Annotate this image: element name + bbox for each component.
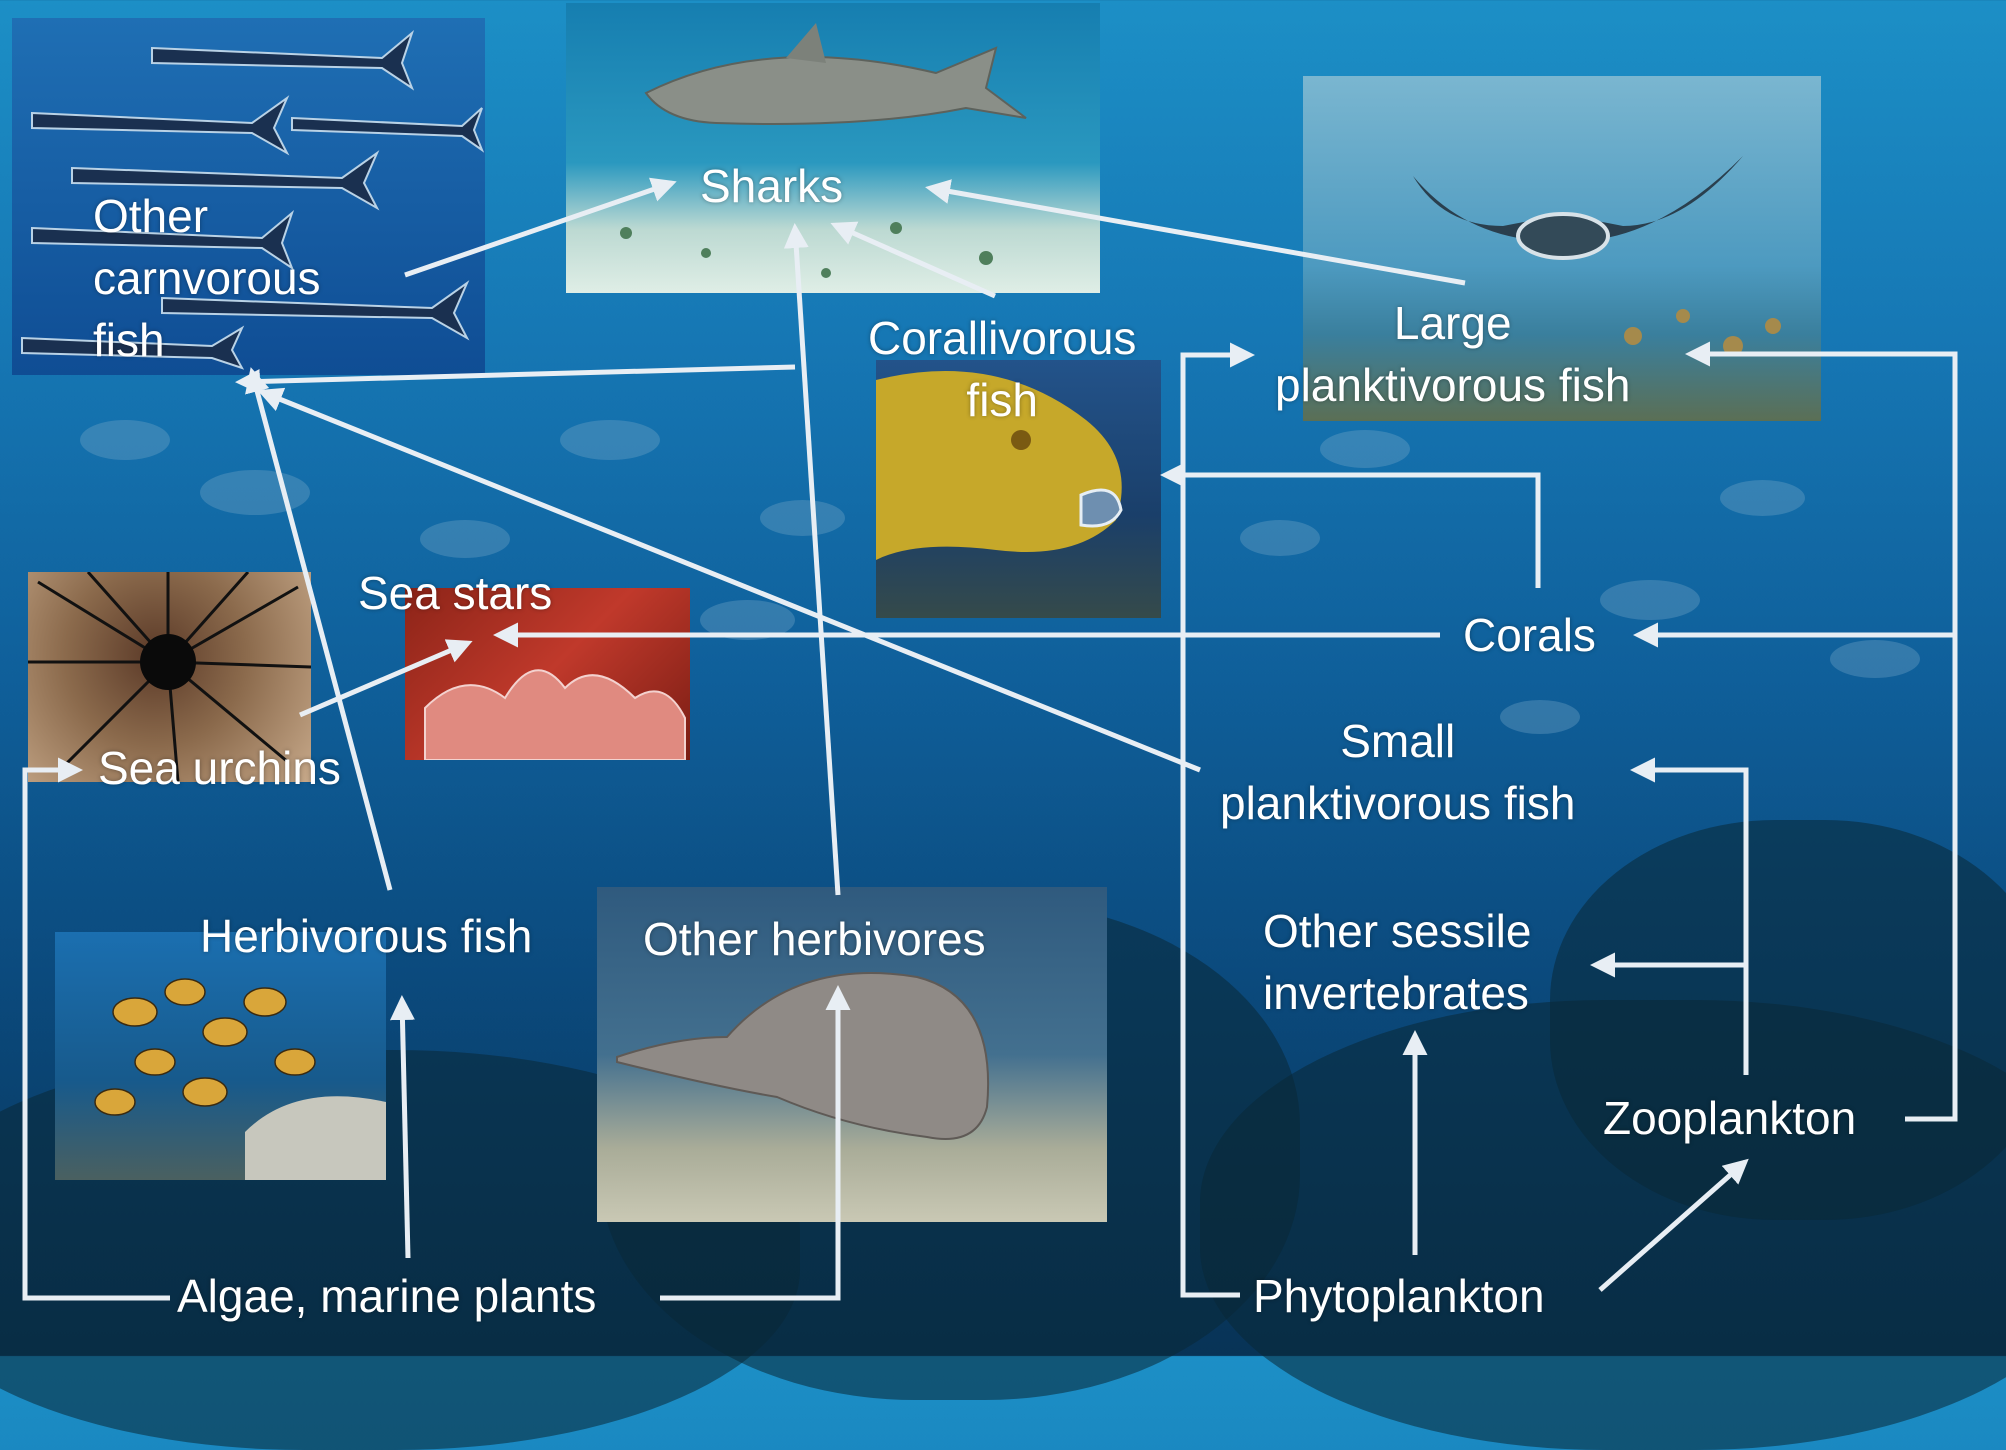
node-sea-stars: Sea stars — [358, 567, 553, 619]
arrow-algae-to-other-herbivores — [660, 985, 851, 1301]
parrotfish-photo — [876, 360, 1161, 618]
arrow-herbivorous-to-carnivorous — [245, 367, 393, 891]
arrow-large-planktivorous-to-sharks — [925, 179, 1466, 286]
node-other-carnivorous-fish: Other carnvorous fish — [93, 190, 321, 366]
node-other-herbivores: Other herbivores — [643, 913, 986, 965]
sea-star-photo — [405, 588, 690, 760]
node-zooplankton: Zooplankton — [1603, 1092, 1857, 1144]
node-large-planktivorous-fish: Large planktivorous fish — [1275, 297, 1631, 411]
arrow-algae-to-herbivorous-fish — [389, 995, 415, 1259]
shark-photo — [566, 3, 1100, 293]
arrow-urchins-to-seastars — [299, 639, 473, 718]
node-sea-urchins: Sea urchins — [98, 742, 341, 794]
node-herbivorous-fish: Herbivorous fish — [200, 910, 533, 962]
arrow-herbivores-to-sharks — [783, 223, 841, 896]
node-corallivorous-fish: Corallivorous fish — [868, 312, 1137, 426]
node-other-sessile-invertebrates: Other sessile invertebrates — [1263, 905, 1532, 1019]
arrow-corallivorous-to-carnivorous — [235, 364, 796, 394]
node-phytoplankton: Phytoplankton — [1253, 1270, 1545, 1322]
arrow-small-planktivorous-to-carnivorous — [257, 387, 1201, 773]
node-corals: Corals — [1463, 609, 1596, 661]
node-small-planktivorous-fish: Small planktivorous fish — [1220, 715, 1576, 829]
dugong-photo — [597, 887, 1107, 1222]
arrow-zooplankton-to-large-planktivorous — [1685, 341, 1958, 1122]
sea-urchin-photo — [28, 572, 311, 782]
herbivorous-fish-photo — [55, 932, 386, 1180]
barracuda-photo — [12, 18, 485, 375]
node-algae-marine-plants: Algae, marine plants — [177, 1270, 597, 1322]
arrow-zooplankton-to-small-planktivorous — [1630, 757, 1749, 1075]
arrow-phytoplankton-to-large-planktivorous — [1180, 342, 1255, 1298]
food-web-arrows — [22, 177, 1958, 1301]
arrow-algae-to-urchins — [22, 757, 170, 1301]
node-sharks: Sharks — [700, 160, 844, 212]
arrow-carnivorous-to-sharks — [404, 177, 677, 278]
arrow-corals-to-corallivorous — [1160, 462, 1541, 588]
arrow-phytoplankton-to-zooplankton — [1598, 1158, 1749, 1292]
arrow-corallivorous-to-sharks — [830, 221, 997, 299]
manta-ray-photo — [1303, 76, 1821, 421]
